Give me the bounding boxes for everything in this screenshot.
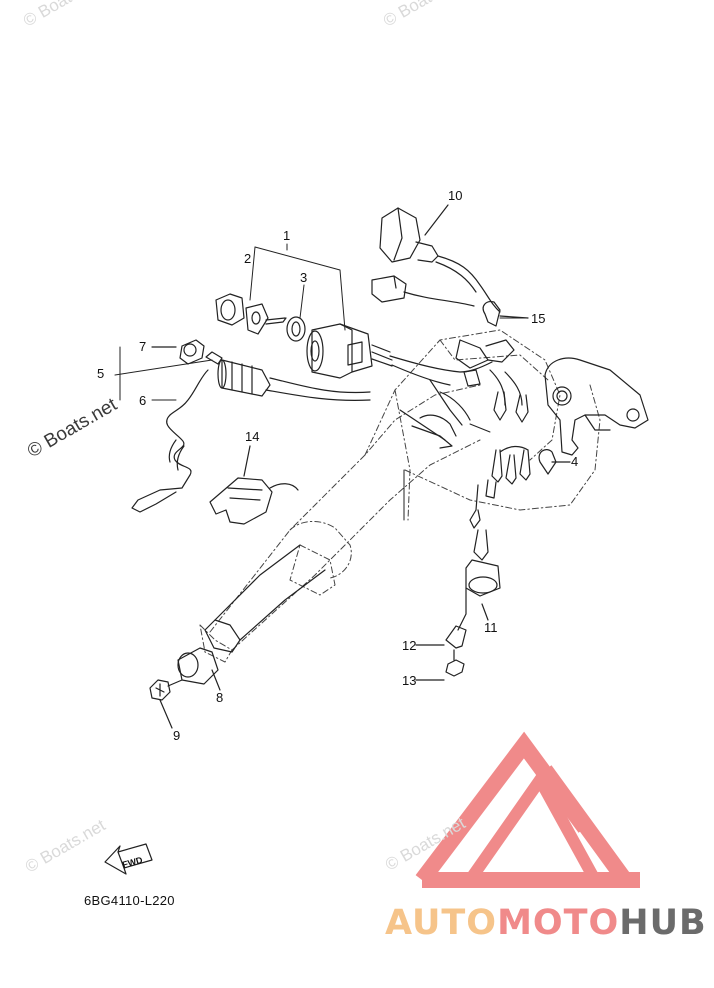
callout-2: 2 [244, 251, 252, 266]
grommet-8 [177, 647, 221, 691]
leader-lines-top [249, 243, 346, 331]
lanyard-6 [131, 369, 209, 513]
bolt-13 [415, 649, 465, 681]
screw-9 [149, 679, 183, 729]
callout-3: 3 [300, 270, 308, 285]
callout-6: 6 [139, 393, 147, 408]
switch-ring [286, 316, 306, 342]
brand-part-moto: MOTO [497, 903, 620, 943]
callout-13: 13 [402, 673, 417, 688]
callout-7: 7 [139, 339, 147, 354]
main-switch-assembly [306, 323, 393, 379]
brand-part-auto: AUTO [385, 903, 498, 943]
bracket-12 [415, 625, 467, 649]
switch-cap [215, 293, 245, 326]
cap-7 [151, 339, 205, 365]
callout-14: 14 [245, 429, 260, 444]
wiring-harness [389, 339, 529, 449]
callout-15: 15 [531, 311, 546, 326]
callout-8: 8 [216, 690, 224, 705]
wire-clip-15 [482, 301, 529, 327]
leader-5 [114, 346, 213, 401]
steering-bracket [544, 357, 649, 456]
brand-part-hub: HUB [619, 903, 707, 943]
small-connector [371, 275, 475, 307]
terminal-connectors [485, 445, 531, 499]
cover-14 [209, 445, 299, 525]
callout-10: 10 [448, 188, 463, 203]
stop-switch-5 [205, 351, 371, 401]
connector-plug-10 [379, 204, 501, 313]
sensor-11 [457, 484, 501, 631]
main-switch-key [245, 303, 287, 335]
clip-4 [538, 449, 571, 475]
tiller-handle [204, 544, 326, 653]
callout-4: 4 [571, 454, 579, 469]
tiller-arm [199, 329, 601, 663]
brand-wordmark: AUTOMOTOHUB [385, 903, 707, 943]
callout-5: 5 [97, 366, 105, 381]
callout-1: 1 [283, 228, 291, 243]
callout-12: 12 [402, 638, 417, 653]
fwd-arrow-icon [104, 843, 153, 875]
leader-lines [403, 317, 529, 521]
diagram-reference-code: 6BG4110-L220 [84, 893, 175, 908]
callout-11: 11 [484, 620, 498, 635]
callout-9: 9 [173, 728, 181, 743]
brand-logo-icon [415, 731, 640, 888]
